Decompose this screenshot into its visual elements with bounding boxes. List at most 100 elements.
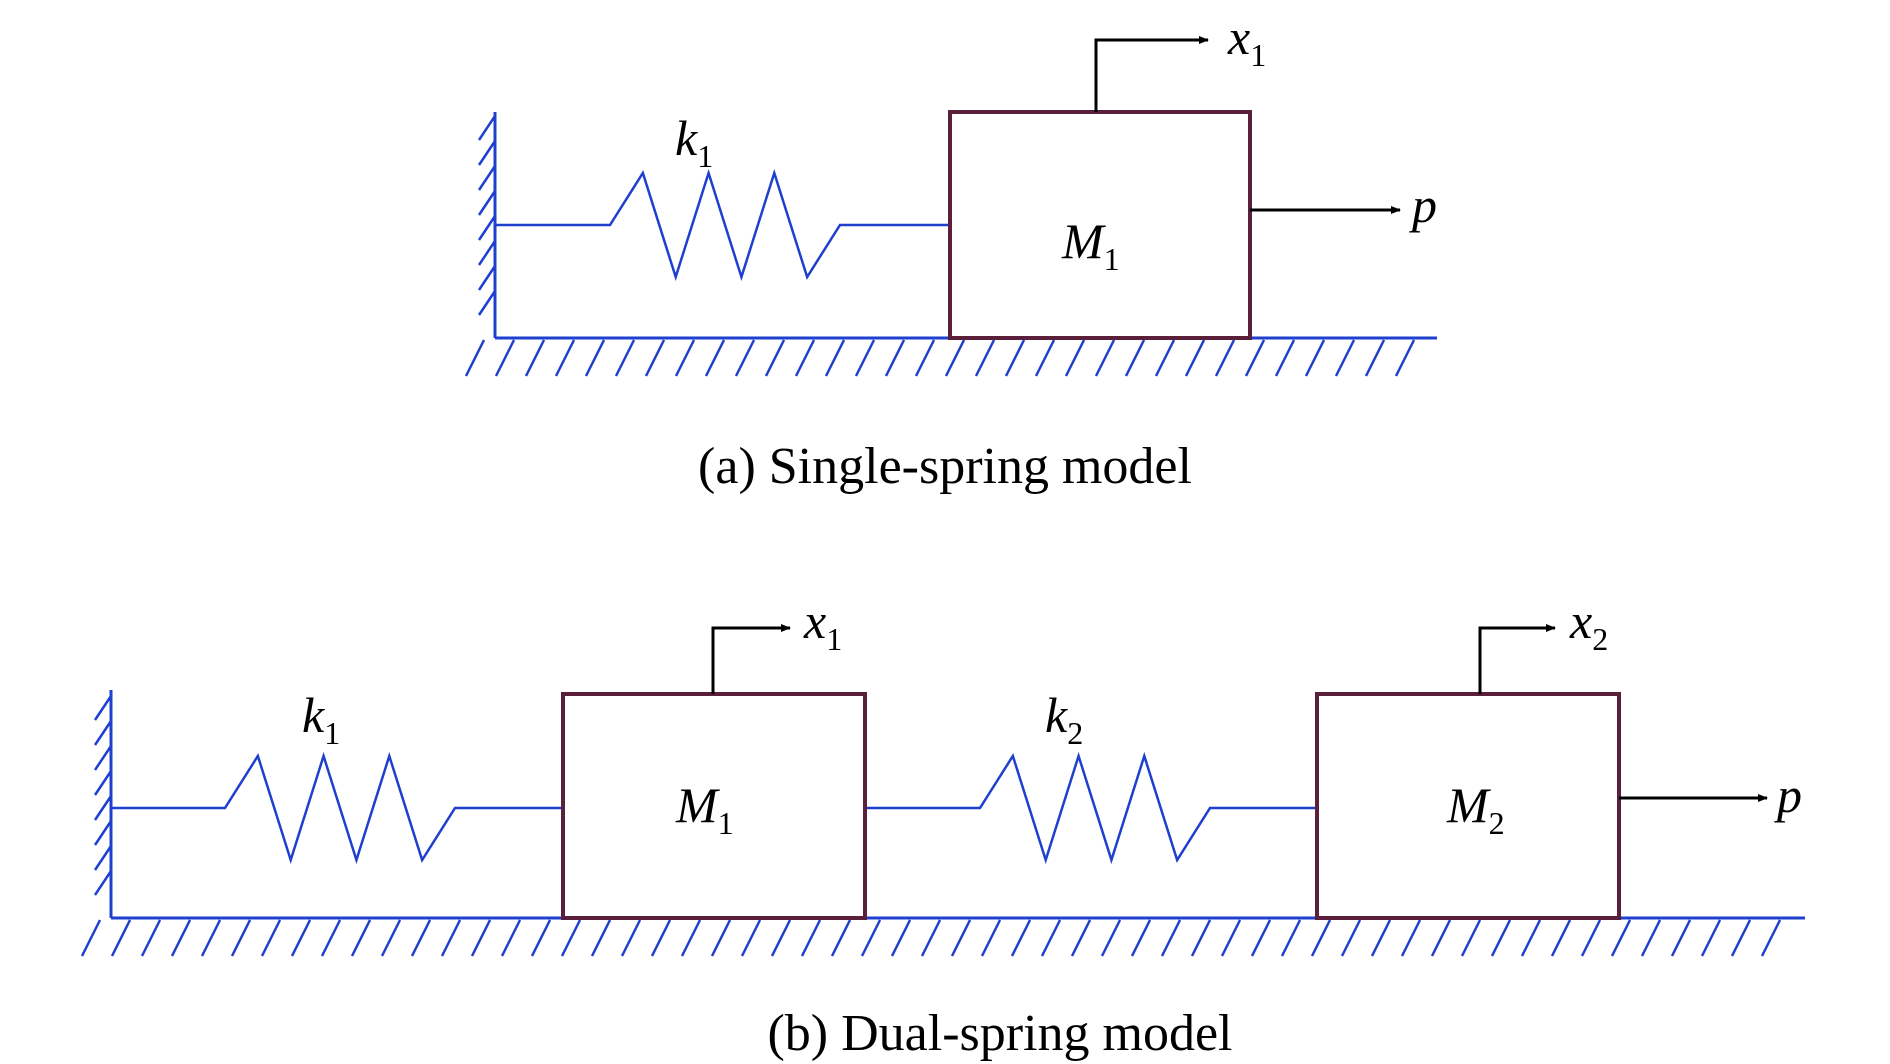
hatch-line [93,870,113,896]
hatch-line [614,339,636,377]
hatch-line [1640,919,1662,957]
hatch-line [914,339,936,377]
hatch-line [200,919,222,957]
hatch-line [93,795,113,821]
hatch-line [530,919,552,957]
force-label-p: p [1774,767,1802,823]
spring-k1 [495,168,950,282]
hatch-line [1610,919,1632,957]
hatch-line [260,919,282,957]
hatch-line [1274,339,1296,377]
hatch-line [477,265,497,291]
hatch-line [1730,919,1752,957]
hatch-line [350,919,372,957]
hatch-line [1490,919,1512,957]
hatch-line [734,339,756,377]
hatch-line [1340,919,1362,957]
hatch-line [560,919,582,957]
mass-block-m1 [948,110,1252,340]
hatch-line [1670,919,1692,957]
hatch-line [500,919,522,957]
hatch-line [764,339,786,377]
hatch-line [494,339,516,377]
hatch-line [1214,339,1236,377]
hatch-line [477,115,497,141]
hatch-line [290,919,312,957]
mass-label-m2: M2 [1446,777,1505,841]
spring-k2 [865,751,1317,865]
hatch-line [230,919,252,957]
caption-b: (b) Dual-spring model [767,1005,1232,1062]
hatch-line [477,190,497,216]
hatch-line [1130,919,1152,957]
hatch-line [477,290,497,316]
hatch-line [1070,919,1092,957]
hatch-line [1244,339,1266,377]
hatch-line [800,919,822,957]
hatch-line [93,820,113,846]
hatch-line [1190,919,1212,957]
mass-block-m2 [1315,692,1621,920]
spring-k1 [111,751,563,865]
hatch-line [704,339,726,377]
panel-b: k1 k2 M1 M2 x1 x2 p (b) Dual-spring mode… [80,593,1805,1062]
hatch-line [1310,919,1332,957]
hatch-line [1100,919,1122,957]
hatch-line [320,919,342,957]
hatch-line [710,919,732,957]
hatch-line [1550,919,1572,957]
displacement-arrow-x1 [711,624,791,694]
hatch-line [110,919,132,957]
hatch-line [1394,339,1416,377]
hatch-line [1430,919,1452,957]
hatch-line [680,919,702,957]
hatch-line [1460,919,1482,957]
hatch-line [1580,919,1602,957]
hatch-line [644,339,666,377]
hatch-line [794,339,816,377]
hatch-line [590,919,612,957]
hatch-line [93,695,113,721]
hatch-line [524,339,546,377]
panel-a: k1 M1 x1 p (a) Single-spring model [464,9,1437,495]
hatch-line [884,339,906,377]
hatch-line [770,919,792,957]
spring-label-k2: k2 [1045,687,1083,751]
hatch-line [1124,339,1146,377]
displacement-arrow-x2 [1478,624,1556,694]
hatch-line [1760,919,1782,957]
mass-label-m1: M1 [675,777,734,841]
hatch-line [974,339,996,377]
hatch-line [1064,339,1086,377]
spring-label-k1: k1 [302,687,340,751]
wall-hatch [477,115,497,316]
hatch-line [944,339,966,377]
displacement-label-x1: x1 [803,593,842,657]
hatch-line [890,919,912,957]
hatch-line [620,919,642,957]
hatch-line [93,770,113,796]
mass-label-m1: M1 [1061,213,1120,277]
displacement-label-x1: x1 [1227,9,1266,73]
hatch-line [1160,919,1182,957]
hatch-line [1004,339,1026,377]
hatch-line [860,919,882,957]
hatch-line [410,919,432,957]
displacement-arrow-x1 [1094,36,1209,112]
wall-hatch [93,695,113,896]
hatch-line [854,339,876,377]
hatch-line [1040,919,1062,957]
hatch-line [1334,339,1356,377]
hatch-line [80,919,102,957]
hatch-line [1280,919,1302,957]
spring-label-k1: k1 [675,110,713,174]
ground-hatch [80,919,1782,957]
hatch-line [93,720,113,746]
hatch-line [920,919,942,957]
hatch-line [1520,919,1542,957]
hatch-line [440,919,462,957]
hatch-line [1034,339,1056,377]
hatch-line [584,339,606,377]
hatch-line [740,919,762,957]
